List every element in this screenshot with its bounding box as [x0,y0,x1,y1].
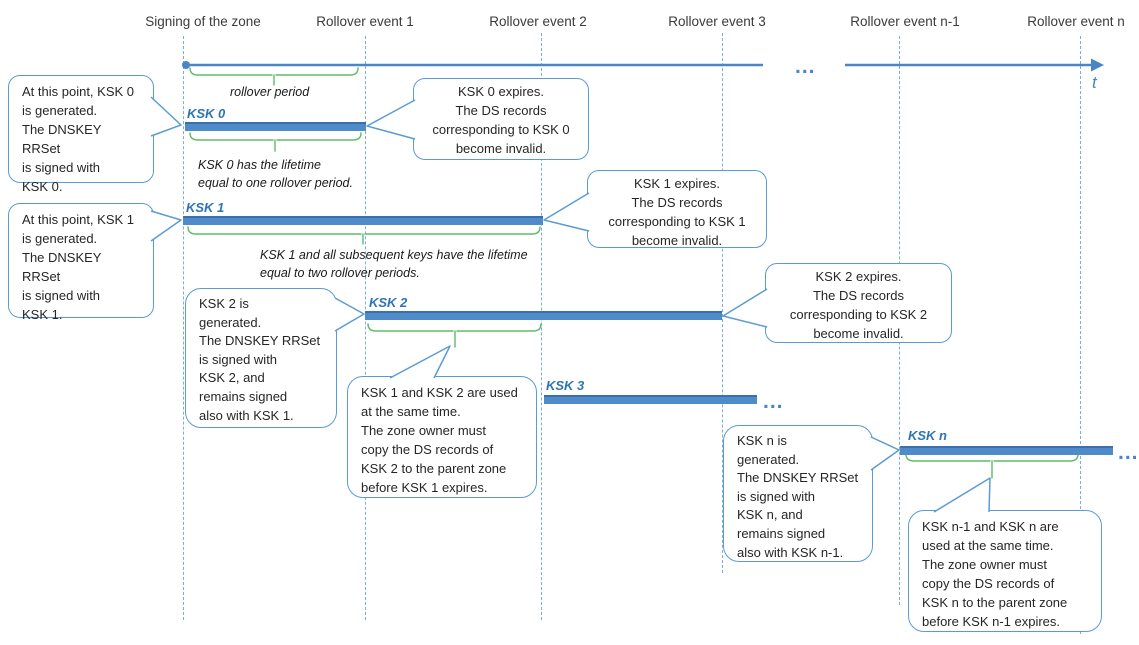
tail-ksk0-generated [150,96,182,137]
ksk1-bar [183,216,543,225]
callout-ksk2-expires: KSK 2 expires. The DS records correspond… [765,263,952,343]
callout-ksk0-expires-text: KSK 0 expires. The DS records correspond… [432,84,570,156]
rollover-period-note: rollover period [230,85,310,99]
brace-kskn-first-period [905,453,1079,479]
ksk3-label: KSK 3 [546,378,585,393]
callout-ksk0-expires: KSK 0 expires. The DS records correspond… [413,78,589,160]
callout-kskn-generated: KSK n is generated. The DNSKEY RRSet is … [723,425,873,562]
t-axis-label: t [1092,73,1097,92]
brace-ksk2-first-period [367,323,542,348]
timeline-label-event-n1: Rollover event n-1 [850,14,960,29]
callout-ksk1-expires: KSK 1 expires. The DS records correspond… [587,170,767,248]
callout-ksk1-expires-text: KSK 1 expires. The DS records correspond… [608,176,746,248]
callout-ksk0-generated: At this point, KSK 0 is generated. The D… [8,75,154,194]
ksk2-bar [365,311,722,320]
axis-gap-ellipsis: ... [795,55,816,78]
brace-ksk0-lifetime [189,132,362,152]
ksk1-label: KSK 1 [186,200,225,215]
callout-kskn-overlap-text: KSK n-1 and KSK n are used at the same t… [922,519,1068,629]
brace-rollover-period [189,67,359,86]
tail-kskn-generated [870,436,900,471]
callout-kskn-overlap: KSK n-1 and KSK n are used at the same t… [908,510,1102,632]
event-line-n [1080,36,1081,634]
tail-ksk2-generated [334,297,365,332]
ksk2-label: KSK 2 [369,295,408,310]
axis-arrowhead-icon [1091,58,1104,72]
callout-ksk0-generated-text: At this point, KSK 0 is generated. The D… [22,84,135,194]
event-line-signing [183,36,184,620]
ksk1-lifetime-note: KSK 1 and all subsequent keys have the l… [260,248,528,280]
ksk0-lifetime-note: KSK 0 has the lifetime equal to one roll… [198,158,353,190]
timeline-label-event-n: Rollover event n [1027,14,1125,29]
kskn-bar [900,446,1113,455]
callout-ksk2-expires-text: KSK 2 expires. The DS records correspond… [789,269,928,341]
callout-ksk2-generated: KSK 2 is generated. The DNSKEY RRSet is … [185,288,337,428]
timeline-label-event-3: Rollover event 3 [668,14,766,29]
timeline-label-event-2: Rollover event 2 [489,14,587,29]
ksk3-continues-ellipsis: ... [763,390,784,413]
callout-ksk1-ksk2-overlap-text: KSK 1 and KSK 2 are used at the same tim… [361,385,518,495]
kskn-label: KSK n [908,428,947,443]
callout-ksk1-generated: At this point, KSK 1 is generated. The D… [8,203,154,322]
kskn-continues-ellipsis: ... [1118,441,1139,464]
callout-kskn-generated-text: KSK n is generated. The DNSKEY RRSet is … [737,433,859,560]
callout-ksk1-generated-text: At this point, KSK 1 is generated. The D… [22,212,135,322]
tail-ksk2-expires [722,288,768,328]
timeline-label-signing: Signing of the zone [145,14,261,29]
tail-ksk1-generated [150,210,182,242]
timeline-label-event-1: Rollover event 1 [316,14,414,29]
ksk0-bar [185,122,366,131]
event-line-1 [365,36,366,620]
tail-kskn-overlap [933,477,991,513]
callout-ksk2-generated-text: KSK 2 is generated. The DNSKEY RRSet is … [199,296,321,423]
ksk0-label: KSK 0 [187,106,226,121]
ksk3-bar [544,395,757,404]
callout-ksk1-ksk2-overlap: KSK 1 and KSK 2 are used at the same tim… [347,376,537,498]
tail-ksk0-expires [366,99,416,140]
tail-ksk1-ksk2-overlap [389,345,451,379]
tail-ksk1-expires [543,192,590,232]
brace-ksk1-lifetime [187,226,541,245]
